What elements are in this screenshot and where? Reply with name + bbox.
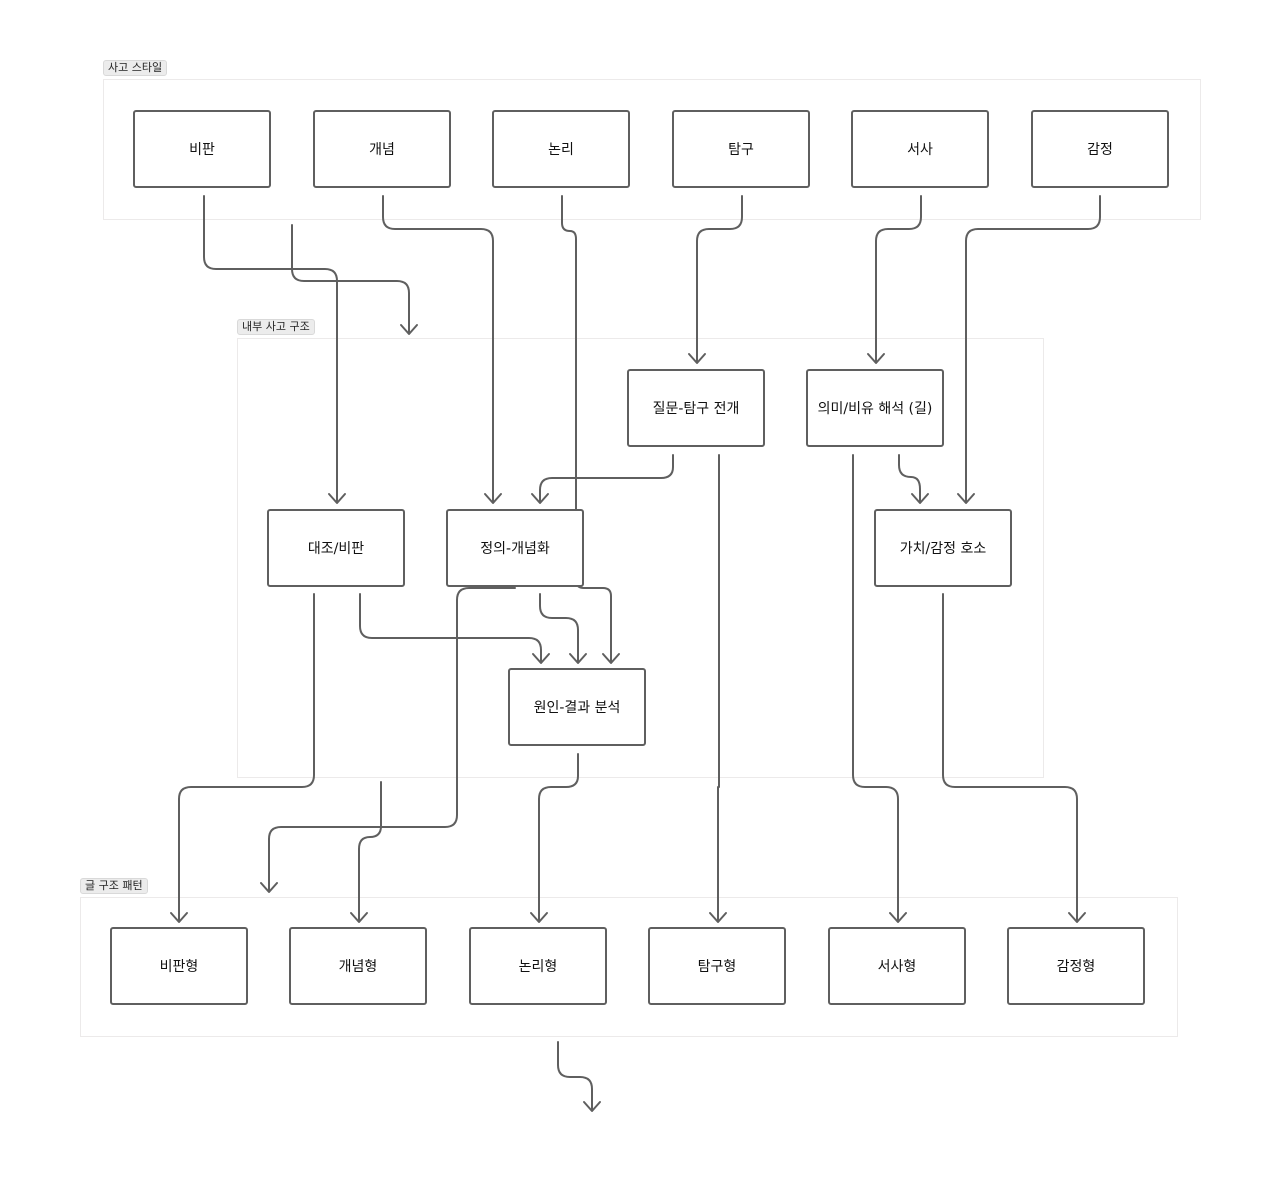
group-label-internal-structure: 내부 사고 구조: [237, 319, 315, 335]
connector-contrast-to-critique-type: [178, 593, 315, 922]
node-value-appeal[interactable]: 가치/감정 호소: [874, 509, 1012, 587]
arrowhead: [957, 493, 975, 504]
arrowhead: [350, 912, 368, 923]
node-style-inquiry[interactable]: 탐구: [672, 110, 810, 188]
connector-meaning-to-narrative-type: [852, 454, 899, 922]
node-cause-effect[interactable]: 원인-결과 분석: [508, 668, 646, 746]
connector-contrast-to-cause: [359, 593, 542, 663]
arrowhead: [1068, 912, 1086, 923]
arrowhead: [889, 912, 907, 923]
group-thinking-styles: [103, 79, 1201, 220]
connector-question-to-inquiry-type: [717, 454, 720, 922]
node-question-inquiry[interactable]: 질문-탐구 전개: [627, 369, 765, 447]
node-style-emotion[interactable]: 감정: [1031, 110, 1169, 188]
node-style-concept[interactable]: 개념: [313, 110, 451, 188]
arrowhead: [602, 653, 620, 664]
arrowhead: [911, 493, 929, 504]
connector-question-to-definition: [539, 454, 674, 503]
connector-emotion-to-value: [965, 195, 1101, 503]
arrowhead: [484, 493, 502, 504]
node-style-logic[interactable]: 논리: [492, 110, 630, 188]
connector-definition-to-cause: [539, 593, 579, 663]
node-pattern-narrative[interactable]: 서사형: [828, 927, 966, 1005]
connector-value-to-emotion-type: [942, 593, 1078, 922]
connector-concept-to-definition: [382, 195, 494, 503]
arrowhead: [532, 653, 550, 664]
connector-logic-to-cause: [561, 195, 612, 663]
connector-meaning-to-value: [898, 454, 921, 503]
arrowhead: [867, 353, 885, 364]
node-pattern-critique[interactable]: 비판형: [110, 927, 248, 1005]
connector-stub-to-concept-type: [358, 781, 382, 922]
node-definition-concept[interactable]: 정의-개념화: [446, 509, 584, 587]
connector-definition-dangling: [268, 587, 516, 892]
node-meaning-metaphor[interactable]: 의미/비유 해석 (길): [806, 369, 944, 447]
node-style-critique[interactable]: 비판: [133, 110, 271, 188]
node-pattern-inquiry[interactable]: 탐구형: [648, 927, 786, 1005]
arrowhead: [260, 882, 278, 893]
connector-inquiry-to-question: [696, 195, 743, 363]
connector-critique-dangling: [291, 224, 410, 334]
connector-cause-to-logic-type: [538, 753, 579, 922]
node-style-narrative[interactable]: 서사: [851, 110, 989, 188]
arrowhead: [531, 493, 549, 504]
arrowhead: [170, 912, 188, 923]
arrowhead: [583, 1101, 601, 1112]
arrowhead: [709, 912, 727, 923]
connector-critique-to-contrast: [203, 195, 338, 503]
node-pattern-emotion[interactable]: 감정형: [1007, 927, 1145, 1005]
arrowhead: [400, 324, 418, 335]
arrowhead: [530, 912, 548, 923]
group-label-writing-patterns: 글 구조 패턴: [80, 878, 148, 894]
connector-narrative-to-meaning: [875, 195, 922, 363]
group-label-thinking-styles: 사고 스타일: [103, 60, 168, 76]
arrowhead: [328, 493, 346, 504]
node-pattern-concept[interactable]: 개념형: [289, 927, 427, 1005]
arrowhead: [688, 353, 706, 364]
node-contrast-critique[interactable]: 대조/비판: [267, 509, 405, 587]
group-writing-patterns: [80, 897, 1178, 1037]
arrowhead: [569, 653, 587, 664]
connector-bottom-dangling: [557, 1041, 593, 1111]
node-pattern-logic[interactable]: 논리형: [469, 927, 607, 1005]
